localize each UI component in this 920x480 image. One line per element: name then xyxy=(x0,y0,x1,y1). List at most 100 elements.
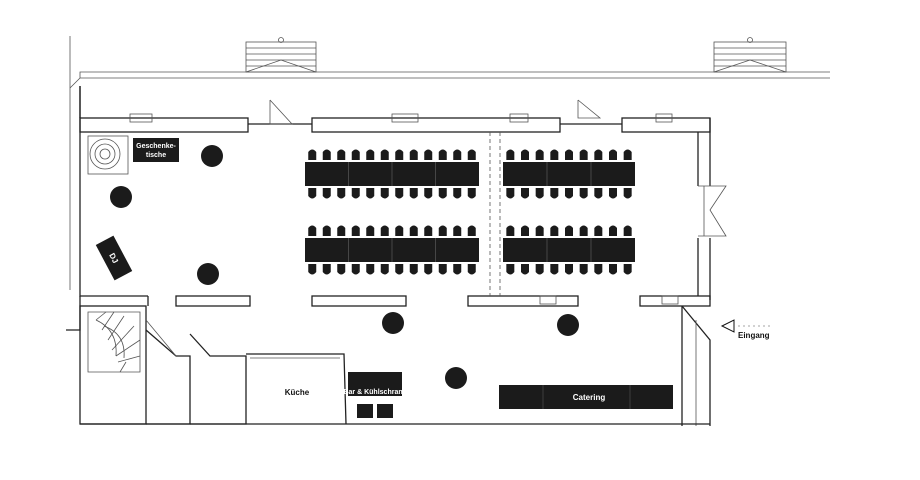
chair xyxy=(366,225,375,236)
chair xyxy=(438,225,447,236)
chair xyxy=(438,264,447,275)
fridge xyxy=(377,404,393,418)
round-table xyxy=(110,186,132,208)
chair xyxy=(308,264,317,275)
kitchen-label: Küche xyxy=(285,388,310,397)
chair xyxy=(424,149,433,160)
top-stairs-left xyxy=(245,37,317,73)
chair xyxy=(308,149,317,160)
building-walls xyxy=(79,86,727,307)
chair xyxy=(322,188,331,199)
chair xyxy=(594,188,603,199)
storage-rooms xyxy=(145,319,247,425)
chair xyxy=(550,149,559,160)
bar-label: Bar & Kühlschrank xyxy=(343,389,406,396)
top-stairs-right xyxy=(713,37,787,73)
chair xyxy=(579,188,588,199)
chair xyxy=(506,188,515,199)
round-table xyxy=(201,145,223,167)
round-table xyxy=(382,312,404,334)
kitchen-room xyxy=(80,353,710,425)
chair xyxy=(322,264,331,275)
chair xyxy=(565,149,573,160)
chair xyxy=(609,264,617,275)
round-table xyxy=(197,263,219,285)
round-display-icon xyxy=(87,135,129,175)
banquet-tables xyxy=(305,149,635,275)
chair xyxy=(594,264,603,275)
chair xyxy=(380,264,389,275)
chair xyxy=(337,149,346,160)
stair-room xyxy=(66,296,147,425)
chair xyxy=(535,188,544,199)
chair xyxy=(366,149,375,160)
banquet-table xyxy=(503,162,635,186)
property-line xyxy=(69,36,830,290)
chair xyxy=(438,188,447,199)
chair xyxy=(409,264,418,275)
chair xyxy=(565,264,573,275)
chair xyxy=(550,225,559,236)
chair xyxy=(623,225,632,236)
chair xyxy=(535,225,544,236)
chair xyxy=(351,149,360,160)
entrance-label: Eingang xyxy=(738,331,770,340)
banquet-table xyxy=(503,238,635,262)
chair xyxy=(609,188,617,199)
bar-counter xyxy=(348,372,402,396)
chair xyxy=(380,188,389,199)
chair xyxy=(337,188,346,199)
chair xyxy=(579,264,588,275)
chair xyxy=(594,149,603,160)
chair xyxy=(395,225,404,236)
chair xyxy=(453,149,462,160)
chair xyxy=(623,149,632,160)
chair xyxy=(409,149,418,160)
chair xyxy=(366,188,375,199)
chair xyxy=(506,225,515,236)
dj-label: DJ xyxy=(107,252,120,265)
catering-counter xyxy=(499,385,673,409)
chair xyxy=(521,225,529,236)
chair xyxy=(623,188,632,199)
chair xyxy=(395,149,404,160)
chair xyxy=(579,225,588,236)
chair xyxy=(579,149,588,160)
chair xyxy=(453,188,462,199)
chair xyxy=(424,264,433,275)
fridge xyxy=(357,404,373,418)
chair xyxy=(409,188,418,199)
chair xyxy=(467,149,476,160)
chair xyxy=(308,188,317,199)
chair xyxy=(337,264,346,275)
chair xyxy=(623,264,632,275)
chair xyxy=(424,188,433,199)
chair xyxy=(521,264,529,275)
chair xyxy=(550,264,559,275)
chair xyxy=(337,225,346,236)
chair xyxy=(535,264,544,275)
chair xyxy=(609,149,617,160)
chair xyxy=(506,149,515,160)
chair xyxy=(395,188,404,199)
chair xyxy=(467,225,476,236)
round-table xyxy=(445,367,467,389)
chair xyxy=(453,225,462,236)
chair xyxy=(506,264,515,275)
chair xyxy=(380,225,389,236)
chair xyxy=(565,188,573,199)
chair xyxy=(594,225,603,236)
entrance-arrow-icon xyxy=(720,319,770,333)
gift-tables xyxy=(133,138,179,162)
chair xyxy=(550,188,559,199)
chair xyxy=(467,188,476,199)
entrance-wall xyxy=(681,305,711,426)
chair xyxy=(351,264,360,275)
chair xyxy=(322,149,331,160)
chair xyxy=(467,264,476,275)
high-tables xyxy=(110,145,579,389)
chair xyxy=(424,225,433,236)
chair xyxy=(565,225,573,236)
chair xyxy=(395,264,404,275)
